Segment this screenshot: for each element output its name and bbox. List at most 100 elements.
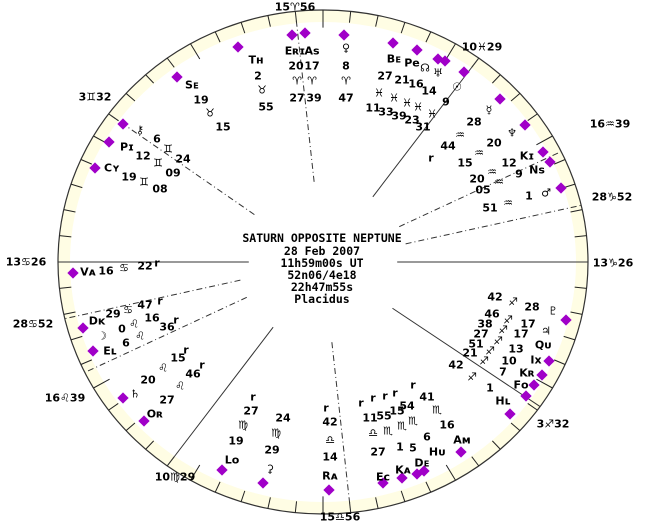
planet-label: 8 (342, 60, 350, 73)
planet-marker (439, 55, 451, 67)
planet-label: 19 (228, 435, 243, 448)
planet-label: 08 (152, 183, 167, 196)
planet-label: ♈ (292, 75, 302, 88)
house-cusp-line (108, 113, 255, 216)
planet-label: 16 (408, 78, 424, 91)
degree-tick (63, 311, 76, 315)
planet-label: ♒ (474, 147, 484, 160)
degree-tick (574, 235, 587, 238)
planet-label: 28 (466, 116, 481, 129)
degree-tick (214, 481, 221, 493)
planet-marker (537, 146, 549, 158)
house-cusp-line (166, 326, 274, 467)
planet-label: 17 (304, 60, 319, 73)
planet-label: ♐ (493, 335, 503, 348)
planet-label: ♓ (413, 101, 423, 114)
cusp-label: 10♓29 (462, 41, 502, 54)
house-cusp-line (399, 151, 562, 228)
planet-marker (543, 355, 555, 367)
planet-label: ♓ (402, 97, 412, 110)
degree-tick (570, 209, 583, 213)
planet-label: 24 (175, 153, 191, 166)
degree-tick (108, 403, 119, 411)
planet-label: 7 (499, 366, 507, 379)
degree-tick (375, 497, 379, 509)
degree-tick (400, 22, 406, 34)
degree-tick (527, 403, 538, 411)
planet-label: ☿ (486, 104, 493, 117)
planet-label: ♐ (479, 355, 489, 368)
planet-marker (323, 484, 335, 496)
planet-marker (387, 37, 399, 49)
planet-label: ♐ (485, 345, 495, 358)
planet-label: ♏ (397, 420, 407, 433)
cusp-label: 10♍29 (155, 471, 195, 484)
planet-label: ♊ (139, 176, 149, 189)
planet-label: ☉ (452, 81, 462, 94)
planet-label: 55 (258, 101, 273, 114)
degree-tick (63, 209, 76, 213)
planet-label: 13 (508, 343, 523, 356)
planet-label: 20 (288, 60, 304, 73)
planet-label: r (173, 314, 179, 327)
degree-tick (145, 440, 155, 450)
planet-marker (216, 464, 228, 476)
planet-label: Iх (530, 354, 541, 367)
chart-title: SATURN OPPOSITE NEPTUNE (242, 231, 401, 245)
planet-label: ♊ (153, 157, 163, 170)
planet-label: 46 (484, 308, 500, 321)
planet-label: 1 (486, 382, 494, 395)
planet-label: ♎ (368, 427, 378, 440)
planet-label: Bᴇ (387, 53, 402, 66)
degree-tick (491, 440, 501, 450)
planet-label: Lᴏ (225, 454, 240, 467)
planet-label: ♉ (257, 84, 267, 97)
cusp-label: 16♒39 (590, 118, 630, 131)
planet-label: 17 (520, 318, 535, 331)
planet-marker (138, 415, 150, 427)
house-cusp-lines (58, 11, 588, 513)
planet-label: 23 (404, 114, 419, 127)
planet-label: ♂ (541, 187, 551, 200)
planet-marker (377, 477, 389, 489)
planet-label: ♌ (135, 330, 145, 343)
planet-label: 36 (159, 321, 175, 334)
planet-label: Fᴏ (513, 379, 529, 392)
planet-label: ♐ (503, 314, 513, 327)
planet-label: Hʟ (495, 395, 510, 408)
planet-marker (257, 477, 269, 489)
house-cusp-line (372, 57, 480, 198)
planet-label: Rᴀ (322, 470, 338, 483)
planet-label: 19 (121, 171, 136, 184)
planet-label: ♃ (541, 325, 551, 338)
planet-label: 29 (105, 308, 120, 321)
degree-tick (267, 15, 271, 27)
house-cusp-labels: 15♈5610♓2916♒3928♑5213♑263♐3215♎5610♍291… (6, 1, 634, 524)
planet-label: 39 (306, 92, 321, 105)
planet-marker (411, 468, 423, 480)
planet-label: ♉ (205, 107, 215, 120)
planet-label: r (358, 397, 364, 410)
planet-label: 42 (448, 359, 463, 372)
planet-label: ♇ (548, 305, 558, 318)
planet-label: r (250, 391, 256, 404)
planet-label: ♐ (467, 371, 477, 384)
cusp-label: 15♎56 (320, 511, 361, 524)
degree-tick (400, 490, 406, 502)
planet-label: 55 (376, 410, 391, 423)
planet-label: ♀ (342, 42, 350, 55)
house-cusp-line (392, 307, 541, 407)
cusp-label: 28♑52 (592, 191, 632, 204)
house-cusp-line (64, 279, 241, 320)
degree-tick (80, 359, 92, 365)
planet-label: Kᴀ (395, 464, 412, 477)
degree-tick (527, 113, 538, 121)
planet-label: ♓ (374, 87, 384, 100)
degree-tick (190, 43, 201, 60)
house-cusp-line (331, 342, 352, 513)
degree-tick (166, 57, 175, 68)
planet-label: r (410, 379, 416, 392)
planet-label: 20 (140, 374, 156, 387)
planet-label: ☊ (420, 62, 430, 75)
